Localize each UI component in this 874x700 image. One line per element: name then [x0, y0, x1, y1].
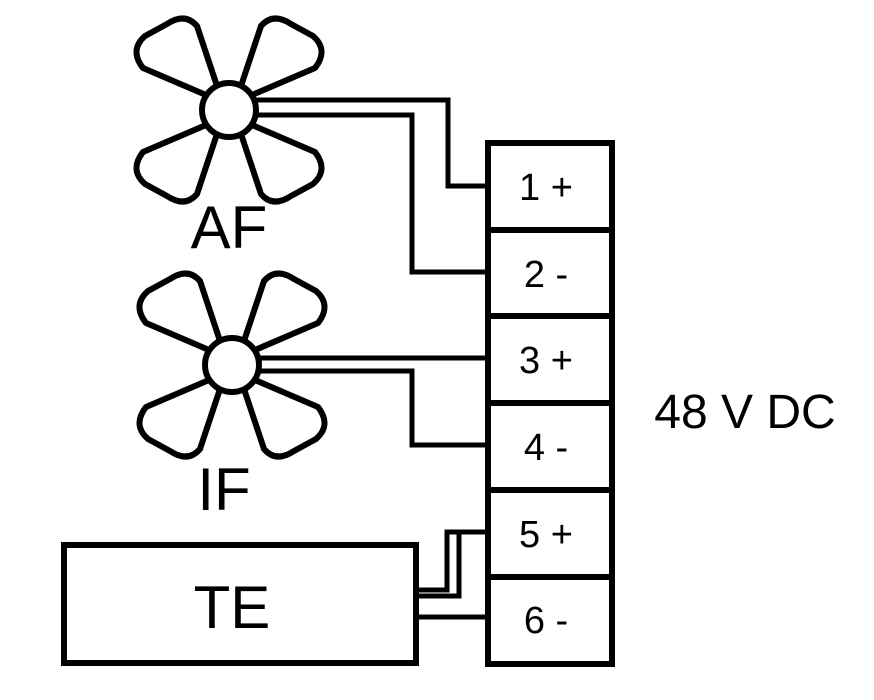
fan-if — [139, 273, 324, 456]
te-box-label: TE — [194, 574, 271, 641]
fan-blade-icon — [242, 377, 325, 457]
te-box: TE — [61, 542, 419, 666]
fan-blade-icon — [139, 377, 222, 457]
fan-blade-icon — [239, 122, 322, 202]
fan-if-label: IF — [197, 456, 250, 523]
wire-if-negative — [259, 368, 493, 448]
fan-blade-icon — [242, 273, 325, 353]
fan-blade-icon — [239, 18, 322, 98]
wire-te-positive — [412, 529, 493, 593]
terminal-3-label: 3 + — [519, 340, 573, 382]
fan-blade-icon — [139, 273, 222, 353]
wire-af-negative — [252, 112, 493, 275]
terminal-1-label: 1 + — [519, 167, 573, 209]
terminal-block: 1 + 2 - 3 + 4 - 5 + 6 - — [485, 140, 615, 667]
terminal-5-label: 5 + — [519, 514, 573, 556]
terminal-4-label: 4 - — [524, 427, 568, 469]
fan-af-label: AF — [191, 194, 268, 261]
fan-blade-icon — [136, 122, 219, 202]
wires — [252, 97, 493, 620]
fan-hub-icon — [202, 335, 262, 395]
fan-blade-icon — [136, 18, 219, 98]
fan-af — [136, 18, 321, 201]
fan-hub-icon — [199, 80, 259, 140]
wire-te-positive-inner — [412, 529, 462, 599]
supply-voltage-label: 48 V DC — [654, 386, 835, 439]
wire-af-positive — [252, 97, 493, 189]
terminal-6-label: 6 - — [524, 600, 568, 642]
terminal-2-label: 2 - — [524, 254, 568, 296]
